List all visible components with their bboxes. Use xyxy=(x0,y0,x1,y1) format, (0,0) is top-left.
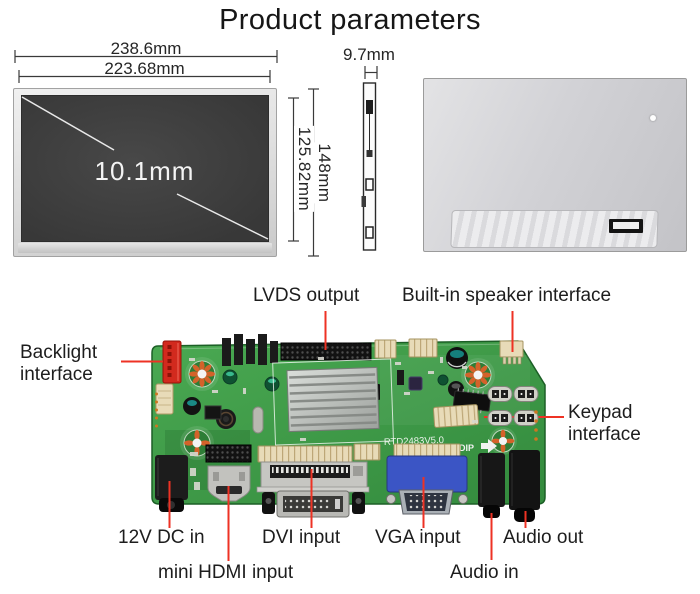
controller-board: RTD2483V5.0 DIP xyxy=(151,334,564,522)
diagonal-size-label: 10.1mm xyxy=(94,156,195,186)
back-view-panel xyxy=(423,78,687,252)
dip-arrow-icon xyxy=(481,439,497,453)
label-vga-input: VGA input xyxy=(375,527,461,548)
dimension-lines xyxy=(14,50,378,257)
label-speaker-interface: Built-in speaker interface xyxy=(402,285,612,306)
back-view-lvds-socket-slot xyxy=(613,222,639,229)
top-connector-1 xyxy=(374,339,397,359)
silkscreen-dip: DIP xyxy=(459,443,474,453)
dc-jack xyxy=(155,455,188,512)
thickness-label: 9.7mm xyxy=(343,45,395,64)
backlight-connector xyxy=(162,340,182,384)
left-aux-connector xyxy=(155,383,174,415)
jumper-single xyxy=(397,370,404,385)
smd-parts xyxy=(189,357,478,490)
diagonal-line xyxy=(21,96,269,240)
label-audio-out: Audio out xyxy=(503,527,584,548)
vga-port xyxy=(386,455,468,515)
front-view-screen xyxy=(21,95,269,242)
back-view-lvds-socket xyxy=(609,219,643,233)
label-audio-in: Audio in xyxy=(450,562,519,583)
top-connector-2 xyxy=(408,338,438,358)
label-backlight-interface: Backlight interface xyxy=(20,342,98,386)
label-dc-in: 12V DC in xyxy=(118,527,205,548)
vga-inner-connector xyxy=(393,443,461,458)
dvi-inner-connector xyxy=(257,445,353,463)
front-view-panel xyxy=(13,88,277,257)
hdmi-header xyxy=(205,444,252,463)
crystal-oscillator xyxy=(252,406,264,434)
page-title: Product parameters xyxy=(219,4,481,36)
label-dvi-input: DVI input xyxy=(262,527,341,548)
inductor-purple xyxy=(408,376,423,391)
mini-hdmi-port xyxy=(207,465,251,502)
jumper-headers xyxy=(222,334,278,366)
dvi-port xyxy=(256,461,370,518)
label-keypad-interface: Keypad interface xyxy=(568,402,641,446)
keypad-buttons xyxy=(487,386,539,426)
aux-connector-2 xyxy=(353,443,381,461)
active-height-label: 125.82mm xyxy=(294,125,314,213)
outer-height-label: 148mm xyxy=(314,142,334,204)
label-lvds-output: LVDS output xyxy=(253,285,360,306)
label-hdmi-input: mini HDMI input xyxy=(158,562,294,583)
audio-in-jack xyxy=(478,453,505,518)
side-view-profile xyxy=(361,82,377,251)
back-view-screw-hole xyxy=(650,115,656,121)
gold-pads xyxy=(155,392,538,441)
ic-small xyxy=(204,405,222,420)
heatsink xyxy=(272,358,394,446)
front-view-bezel-chin xyxy=(18,243,272,253)
callout-lines xyxy=(121,311,527,561)
active-width-label: 223.68mm xyxy=(104,59,185,78)
outer-width-label: 238.6mm xyxy=(110,39,182,58)
keypad-connector xyxy=(432,404,480,428)
